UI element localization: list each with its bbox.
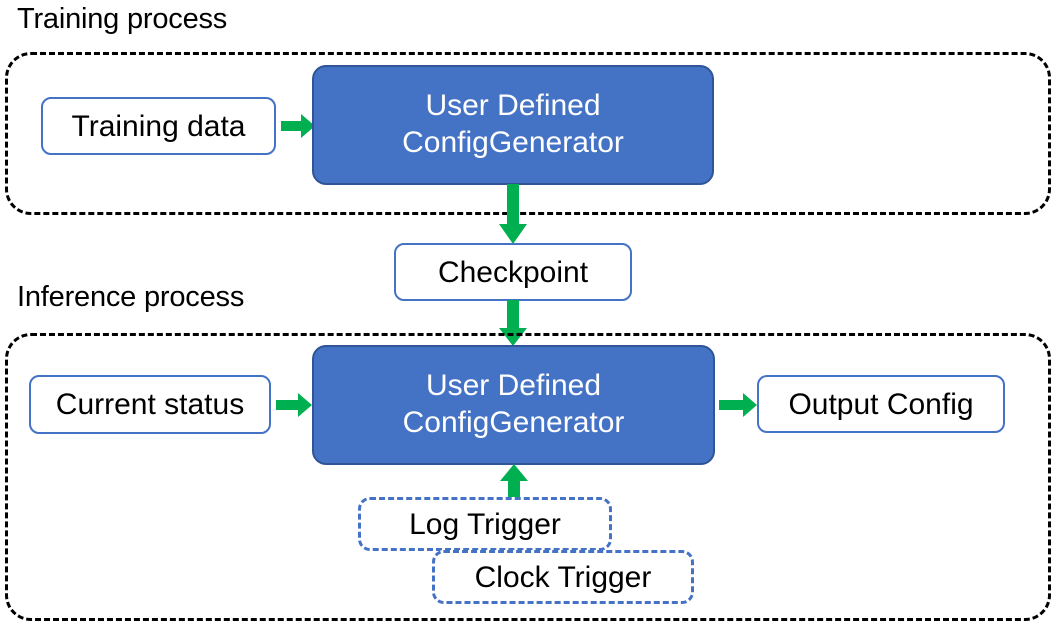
output-config-label: Output Config bbox=[788, 387, 974, 421]
training-data-node[interactable]: Training data bbox=[41, 97, 276, 155]
training-config-generator-node[interactable]: User Defined ConfigGenerator bbox=[312, 65, 714, 185]
training-process-container bbox=[5, 52, 1051, 215]
training-generator-line2: ConfigGenerator bbox=[402, 126, 624, 159]
training-generator-line1: User Defined bbox=[425, 89, 601, 123]
arrow-triggers-to-generator bbox=[498, 464, 530, 504]
current-status-node[interactable]: Current status bbox=[29, 375, 271, 434]
training-process-label: Training process bbox=[17, 3, 228, 35]
arrow-generator-to-output-config bbox=[719, 390, 759, 420]
output-config-node[interactable]: Output Config bbox=[757, 375, 1005, 433]
inference-generator-line2: ConfigGenerator bbox=[402, 406, 625, 439]
current-status-label: Current status bbox=[55, 388, 245, 421]
log-trigger-label: Log Trigger bbox=[409, 507, 561, 541]
arrow-current-status-to-generator bbox=[276, 390, 314, 420]
log-trigger-node[interactable]: Log Trigger bbox=[358, 497, 612, 551]
checkpoint-label: Checkpoint bbox=[437, 255, 589, 289]
training-data-label: Training data bbox=[71, 109, 246, 143]
checkpoint-node[interactable]: Checkpoint bbox=[394, 243, 632, 301]
clock-trigger-label: Clock Trigger bbox=[474, 560, 652, 594]
inference-config-generator-node[interactable]: User Defined ConfigGenerator bbox=[312, 345, 715, 465]
clock-trigger-node[interactable]: Clock Trigger bbox=[432, 550, 694, 604]
inference-process-container bbox=[5, 333, 1051, 621]
arrow-training-data-to-generator bbox=[281, 111, 317, 141]
arrow-generator-to-checkpoint bbox=[497, 184, 529, 246]
inference-generator-line1: User Defined bbox=[425, 369, 602, 403]
inference-process-label: Inference process bbox=[17, 281, 245, 313]
